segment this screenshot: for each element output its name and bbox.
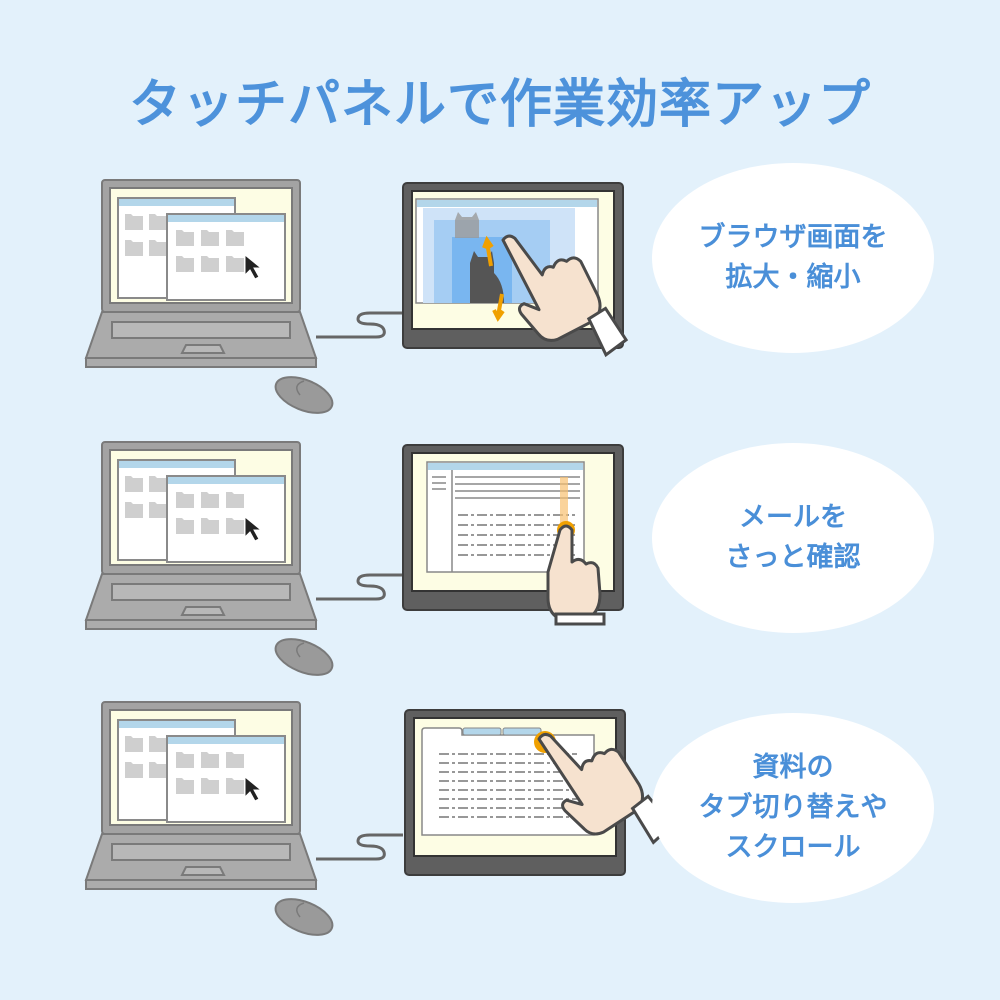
feature-bubble-mail: メールを さっと確認 — [652, 443, 934, 633]
touch-monitor-3 — [404, 708, 677, 876]
touch-monitor-2 — [402, 444, 624, 626]
feature-text-line: 拡大・縮小 — [725, 262, 861, 293]
feature-text-line: ブラウザ画面を — [698, 222, 888, 253]
feature-bubble-zoom: ブラウザ画面を 拡大・縮小 — [652, 163, 934, 353]
laptop-1 — [86, 180, 403, 420]
cat-icon — [470, 251, 504, 303]
feature-text-line: メールを — [739, 502, 847, 533]
swipe-hand-icon — [546, 524, 602, 620]
feature-text-line: 資料の — [752, 752, 834, 783]
touch-monitor-1 — [402, 182, 630, 369]
laptop-3 — [86, 702, 403, 942]
feature-text-line: タブ切り替えや — [698, 792, 888, 823]
zoom-arrow-up-icon — [482, 235, 494, 267]
laptop-2 — [86, 442, 403, 682]
feature-bubble-tabs: 資料の タブ切り替えや スクロール — [652, 713, 934, 903]
page-title: タッチパネルで作業効率アップ — [128, 75, 871, 135]
zoom-arrow-down-icon — [492, 293, 505, 322]
feature-text-line: スクロール — [725, 832, 861, 863]
feature-text-line: さっと確認 — [725, 542, 861, 573]
